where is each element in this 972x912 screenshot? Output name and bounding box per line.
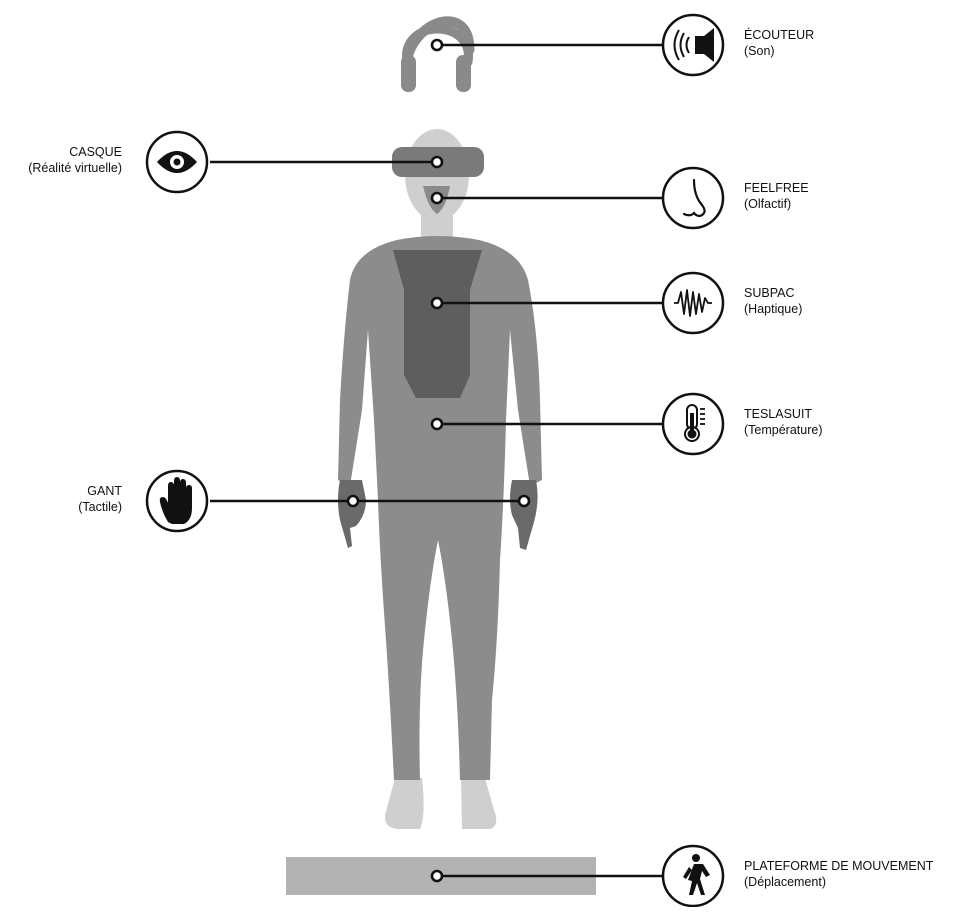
label-feelfree-title: FEELFREE (744, 180, 809, 196)
label-gant-subtitle: (Tactile) (78, 499, 122, 515)
label-feelfree: FEELFREE (Olfactif) (744, 180, 809, 212)
label-plateforme-title: PLATEFORME DE MOUVEMENT (744, 858, 933, 874)
label-subpac-subtitle: (Haptique) (744, 301, 802, 317)
label-plateforme: PLATEFORME DE MOUVEMENT (Déplacement) (744, 858, 933, 890)
eye-icon (147, 132, 207, 192)
label-subpac-title: SUBPAC (744, 285, 802, 301)
anchor-subpac (432, 298, 442, 308)
vest (393, 250, 482, 398)
right-glove (510, 480, 538, 550)
label-teslasuit: TESLASUIT (Température) (744, 406, 823, 438)
label-casque-title: CASQUE (28, 144, 122, 160)
left-glove (338, 480, 366, 548)
speaker-icon (663, 15, 723, 75)
label-ecouteur: ÉCOUTEUR (Son) (744, 27, 814, 59)
label-ecouteur-subtitle: (Son) (744, 43, 814, 59)
label-casque-subtitle: (Réalité virtuelle) (28, 160, 122, 176)
label-ecouteur-title: ÉCOUTEUR (744, 27, 814, 43)
label-gant-title: GANT (78, 483, 122, 499)
human-body (338, 129, 542, 829)
label-teslasuit-subtitle: (Température) (744, 422, 823, 438)
label-subpac: SUBPAC (Haptique) (744, 285, 802, 317)
headphones (401, 21, 471, 92)
label-feelfree-subtitle: (Olfactif) (744, 196, 809, 212)
anchor-teslasuit (432, 419, 442, 429)
anchor-plateforme (432, 871, 442, 881)
waveform-icon (663, 273, 723, 333)
label-casque: CASQUE (Réalité virtuelle) (28, 144, 122, 176)
anchor-gant-left (348, 496, 358, 506)
label-plateforme-subtitle: (Déplacement) (744, 874, 933, 890)
anchor-ecouteur (432, 40, 442, 50)
walking-person-icon (663, 846, 723, 906)
thermometer-icon (663, 394, 723, 454)
label-gant: GANT (Tactile) (78, 483, 122, 515)
hand-icon (147, 471, 207, 531)
anchor-feelfree (432, 193, 442, 203)
anchor-casque (432, 157, 442, 167)
label-teslasuit-title: TESLASUIT (744, 406, 823, 422)
nose-icon (663, 168, 723, 228)
anchor-gant-right (519, 496, 529, 506)
